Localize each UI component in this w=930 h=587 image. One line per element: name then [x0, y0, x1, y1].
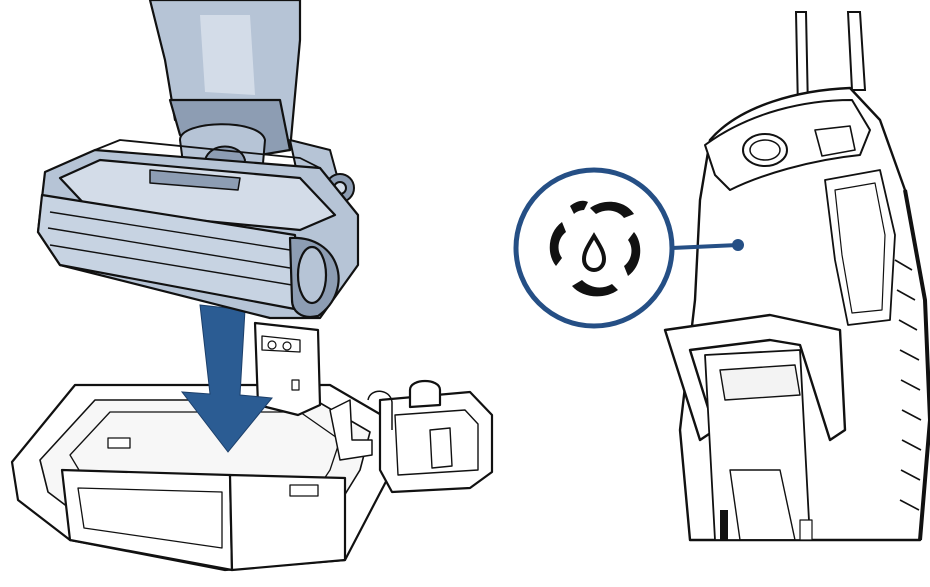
left-panel: [12, 0, 492, 570]
vacuum-floor-head: [38, 140, 358, 318]
self-clean-callout: [516, 170, 672, 326]
right-panel: [516, 12, 930, 540]
cleaning-tray: [12, 323, 492, 570]
